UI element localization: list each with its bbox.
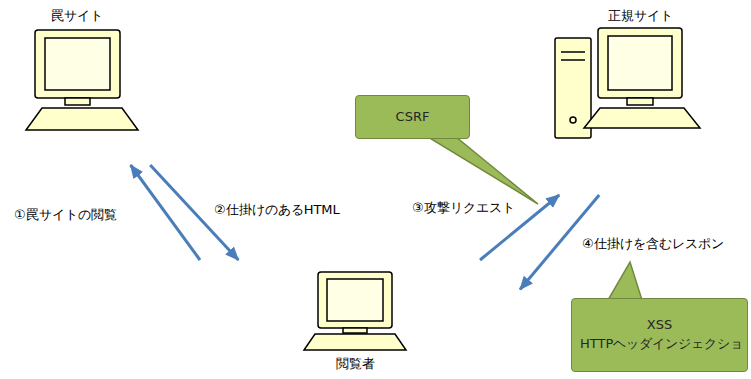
node-label: 罠サイト xyxy=(51,8,103,25)
computer-node: 閲覧者 xyxy=(200,260,520,378)
callout-bubble: CSRF xyxy=(355,95,470,139)
server-node: 正規サイト xyxy=(540,5,700,195)
edge-label: ①罠サイトの閲覧 xyxy=(12,207,119,224)
callout-pointer xyxy=(608,262,642,300)
edge-label: ③攻撃リクエスト xyxy=(410,200,517,217)
node-label: 閲覧者 xyxy=(336,356,375,373)
node-label: 正規サイト xyxy=(608,8,673,25)
server-icon xyxy=(555,28,700,138)
edge-label: ④仕掛けを含むレスポン xyxy=(580,236,726,253)
computer-node: 罠サイト xyxy=(20,5,160,165)
computer-icon xyxy=(26,30,138,130)
edge-label: ②仕掛けのあるHTML xyxy=(212,202,342,219)
callout-bubble: XSS HTTPヘッダインジェクショ xyxy=(571,298,748,372)
callout-text: XSS HTTPヘッダインジェクショ xyxy=(580,316,739,354)
callout-pointer xyxy=(428,137,538,204)
computer-icon xyxy=(304,272,406,350)
callout-text: CSRF xyxy=(396,108,430,127)
